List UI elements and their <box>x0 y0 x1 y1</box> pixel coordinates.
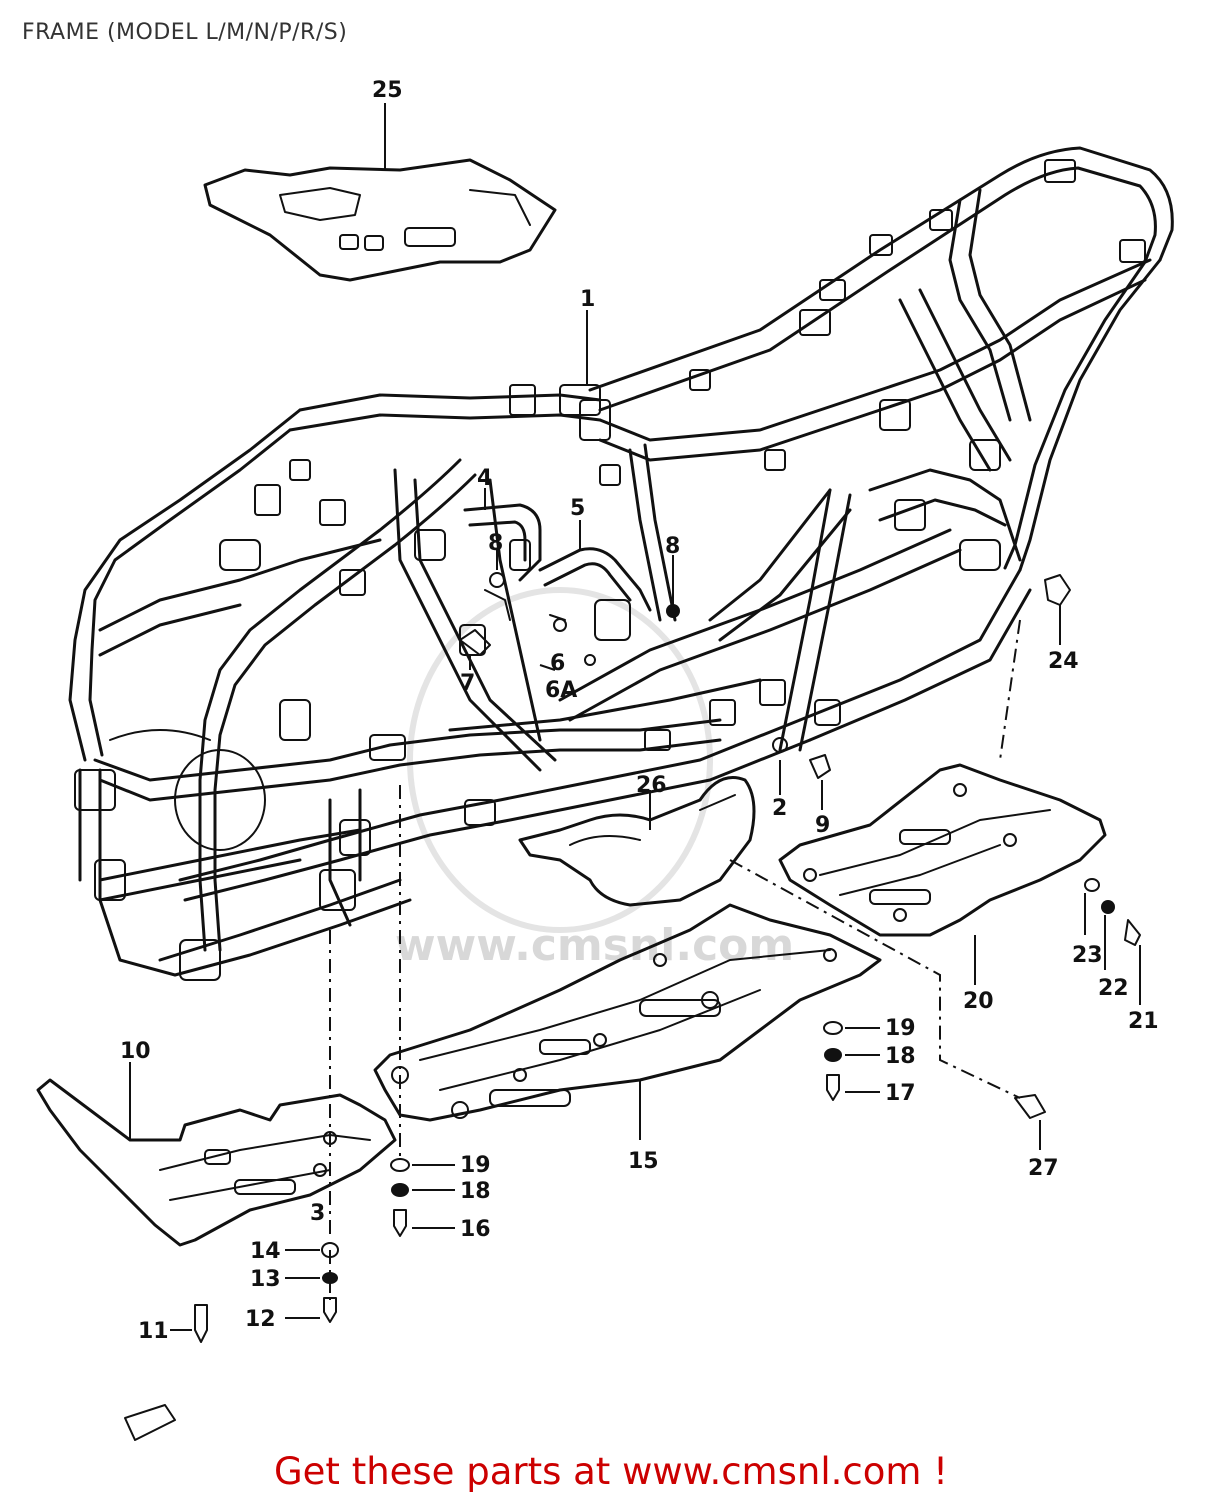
callout-labels: 25 1 4 5 8 8 6 6A 7 2 9 24 26 10 3 14 13… <box>120 78 1159 1344</box>
callout-17: 17 <box>885 1081 916 1106</box>
callout-5: 5 <box>570 496 585 521</box>
callout-12: 12 <box>245 1307 276 1332</box>
callout-6: 6 <box>550 651 565 676</box>
callout-21: 21 <box>1128 1009 1159 1034</box>
callout-4: 4 <box>477 466 492 491</box>
callout-23: 23 <box>1072 943 1103 968</box>
page-title: FRAME (MODEL L/M/N/P/R/S) <box>22 20 348 45</box>
small-hardware-6-7-8 <box>459 572 680 666</box>
callout-8-right: 8 <box>665 534 680 559</box>
callout-9: 9 <box>815 813 830 838</box>
callout-14: 14 <box>250 1239 281 1264</box>
callout-20: 20 <box>963 989 994 1014</box>
part-10-front-skid-plate <box>36 1078 397 1247</box>
part-26-heat-shield <box>518 776 756 907</box>
callout-6a: 6A <box>545 678 577 703</box>
callout-8-left: 8 <box>488 531 503 556</box>
assembly-lines <box>329 619 1021 1300</box>
callout-18-upper: 18 <box>885 1044 916 1069</box>
watermark-emblem <box>407 587 713 933</box>
callout-1: 1 <box>580 287 595 312</box>
callout-19-upper: 19 <box>885 1016 916 1041</box>
callout-19-lower: 19 <box>460 1153 491 1178</box>
callout-13: 13 <box>250 1267 281 1292</box>
callout-26: 26 <box>636 773 667 798</box>
callout-10: 10 <box>120 1039 151 1064</box>
callout-16: 16 <box>460 1217 491 1242</box>
callout-7: 7 <box>460 671 475 696</box>
callout-27: 27 <box>1028 1156 1059 1181</box>
callout-22: 22 <box>1098 976 1129 1001</box>
part-25-cover-plate <box>203 158 557 282</box>
callout-15: 15 <box>628 1149 659 1174</box>
leader-lines <box>129 103 1141 1331</box>
callout-18-lower: 18 <box>460 1179 491 1204</box>
callout-11: 11 <box>138 1319 169 1344</box>
callout-25: 25 <box>372 78 403 103</box>
callout-2: 2 <box>772 796 787 821</box>
part-15-middle-skid-plate <box>373 903 882 1122</box>
callout-24: 24 <box>1048 649 1079 674</box>
fasteners <box>124 574 1141 1441</box>
part-1-main-frame <box>68 146 1174 981</box>
callout-3: 3 <box>310 1201 325 1226</box>
part-20-rear-skid-plate <box>778 763 1107 937</box>
footer-link[interactable]: Get these parts at www.cmsnl.com ! <box>273 1450 948 1493</box>
